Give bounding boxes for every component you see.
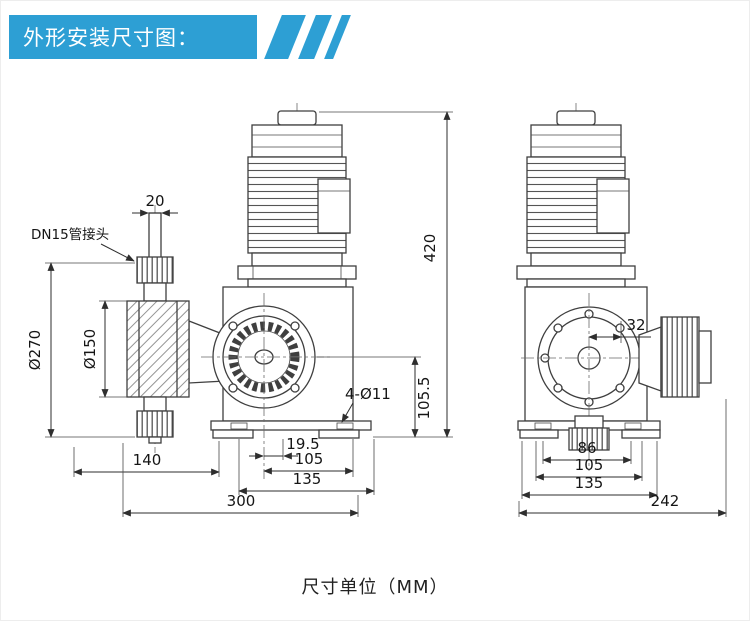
stroke-adjust-knob xyxy=(638,316,712,398)
dim-front-foot-span: 135 xyxy=(238,439,375,495)
dim-side-hole-span-inner: 86 xyxy=(542,439,632,464)
callout-mounting-holes: 4-Ø11 xyxy=(341,385,391,423)
dim-label-105-side: 105 xyxy=(575,456,604,474)
dim-front-hole-span: 105 xyxy=(263,439,354,477)
gear-housing-front xyxy=(201,293,331,479)
terminal-box xyxy=(317,178,351,234)
motor-front xyxy=(247,103,351,293)
dim-overall-height: 420 xyxy=(319,111,453,438)
bottom-pipe-joint xyxy=(136,410,174,438)
dim-label-300: 300 xyxy=(227,492,256,510)
bottom-valve-side xyxy=(568,415,610,451)
dim-label-140: 140 xyxy=(133,451,162,469)
dim-pipe-offset: 20 xyxy=(132,192,178,217)
dim-foot-hole-offset: 19.5 xyxy=(249,435,320,460)
top-pipe-joint xyxy=(136,256,174,284)
dim-label-420: 420 xyxy=(421,234,439,263)
dim-side-hole-span: 105 xyxy=(535,441,643,481)
motor-flange-front xyxy=(237,265,357,288)
section-title-banner: 外形安装尺寸图： xyxy=(9,15,257,59)
dim-label-86: 86 xyxy=(577,439,596,457)
dim-label-105-front: 105 xyxy=(295,450,324,468)
dim-front-overall-width: 300 xyxy=(122,443,359,517)
dim-outer-diameter: Ø270 xyxy=(26,262,135,438)
diaphragm-head-assembly xyxy=(126,205,226,453)
unit-caption: 尺寸单位（MM） xyxy=(301,577,449,598)
page-title: 外形安装尺寸图： xyxy=(23,26,199,50)
side-view xyxy=(516,103,712,471)
dim-label-19-5: 19.5 xyxy=(286,435,319,453)
dim-label-32: 32 xyxy=(626,316,645,334)
label-dn15-pipe-joint: DN15管接头 xyxy=(31,226,109,243)
dim-side-top-width: 32 xyxy=(588,316,651,343)
motor-side xyxy=(526,103,630,293)
side-view-dimensions: 32 86 105 135 xyxy=(518,316,727,517)
dim-diaphragm-diameter: Ø150 xyxy=(81,300,127,398)
dim-label-105-5: 105.5 xyxy=(415,377,433,420)
dimension-drawing: 20 DN15管接头 Ø270 Ø150 xyxy=(26,103,727,517)
dim-label-150: Ø150 xyxy=(81,329,99,369)
front-view xyxy=(126,103,372,479)
dim-side-overall-width: 242 xyxy=(518,399,727,517)
dim-label-270: Ø270 xyxy=(26,330,44,370)
inlet-pipe xyxy=(148,212,162,260)
callout-pipe-joint: DN15管接头 xyxy=(31,226,135,262)
dim-label-135-side: 135 xyxy=(575,474,604,492)
dim-side-foot-span: 135 xyxy=(521,441,658,499)
header-banner: 外形安装尺寸图： xyxy=(9,15,351,59)
gear-housing-side xyxy=(521,293,663,471)
front-view-dimensions: 20 DN15管接头 Ø270 Ø150 xyxy=(26,111,453,517)
pump-head xyxy=(126,300,190,398)
dim-center-to-base: 105.5 xyxy=(317,356,433,438)
terminal-box xyxy=(596,178,630,234)
dim-label-242: 242 xyxy=(651,492,680,510)
dim-label-135-front: 135 xyxy=(293,470,322,488)
motor-flange-side xyxy=(516,265,636,288)
dim-label-4-d11: 4-Ø11 xyxy=(345,385,391,403)
dim-label-20: 20 xyxy=(145,192,164,210)
dim-head-to-center: 140 xyxy=(73,441,220,477)
